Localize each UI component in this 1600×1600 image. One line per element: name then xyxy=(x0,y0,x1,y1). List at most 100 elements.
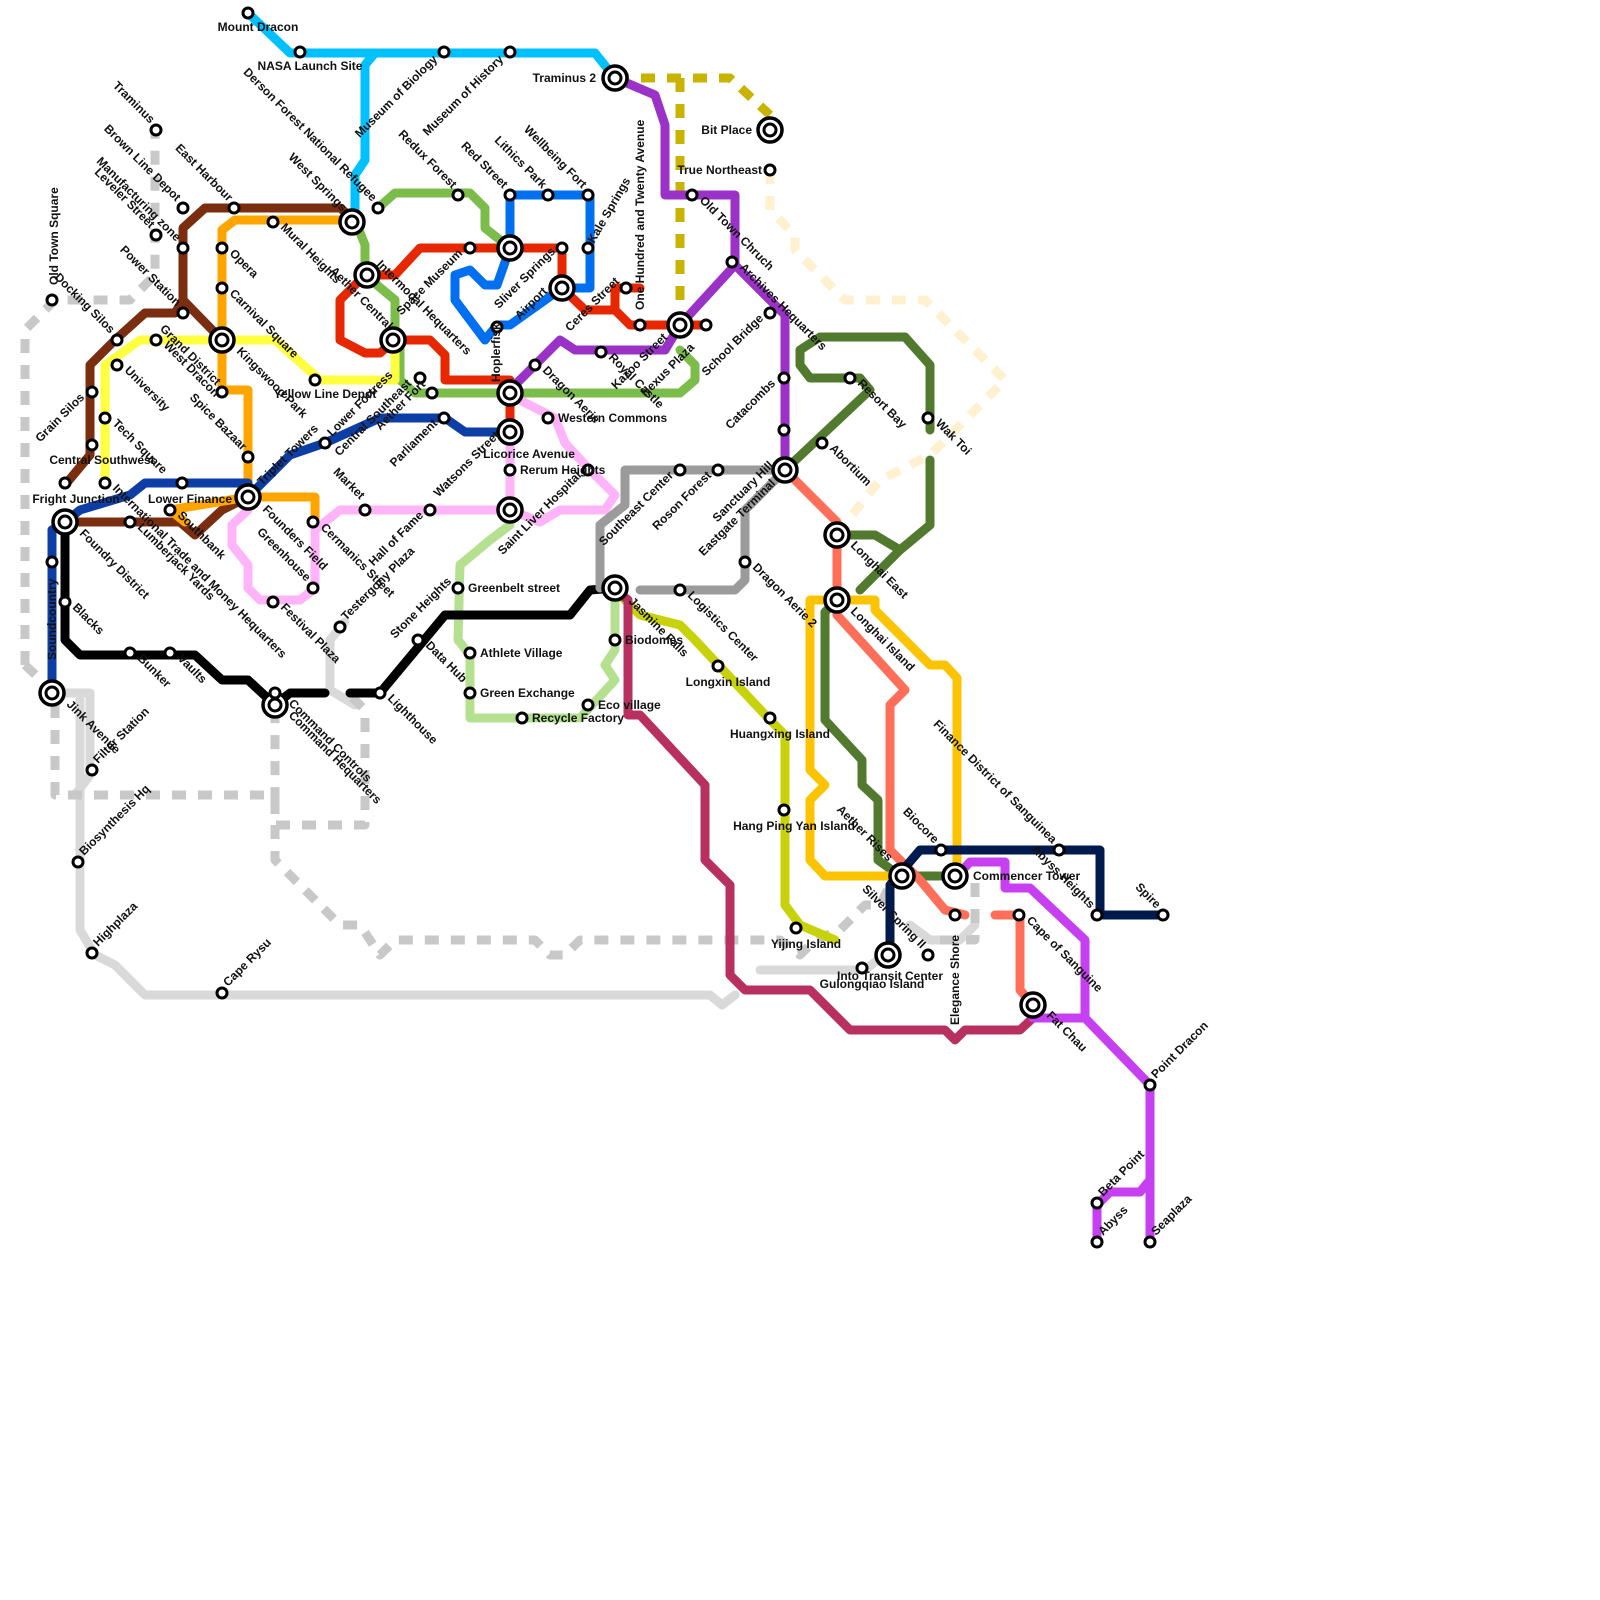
interchange-aether-central[interactable] xyxy=(381,328,405,352)
station-marker[interactable] xyxy=(177,478,187,488)
station-marker[interactable] xyxy=(178,203,188,213)
station-marker[interactable] xyxy=(87,440,97,450)
station-marker[interactable] xyxy=(635,320,645,330)
station-marker[interactable] xyxy=(439,413,449,423)
station-marker[interactable] xyxy=(675,585,685,595)
station-marker[interactable] xyxy=(217,243,227,253)
station-marker[interactable] xyxy=(427,388,437,398)
station-marker[interactable] xyxy=(453,190,463,200)
station-marker[interactable] xyxy=(453,583,463,593)
station-marker[interactable] xyxy=(320,438,330,448)
station-marker[interactable] xyxy=(165,648,175,658)
station-marker[interactable] xyxy=(151,125,161,135)
station-marker[interactable] xyxy=(243,452,253,462)
station-marker[interactable] xyxy=(413,635,423,645)
station-marker[interactable] xyxy=(687,190,697,200)
interchange-into-transit-center[interactable] xyxy=(876,943,900,967)
station-marker[interactable] xyxy=(178,243,188,253)
station-marker[interactable] xyxy=(47,295,57,305)
station-marker[interactable] xyxy=(517,713,527,723)
station-marker[interactable] xyxy=(505,47,515,57)
interchange-red-street[interactable] xyxy=(498,236,522,260)
interchange-fright-junction[interactable] xyxy=(53,510,77,534)
interchange-nexus-plaza[interactable] xyxy=(668,313,692,337)
station-marker[interactable] xyxy=(923,413,933,423)
interchange-triplet-towers[interactable] xyxy=(236,485,260,509)
station-marker[interactable] xyxy=(713,661,723,671)
station-marker[interactable] xyxy=(765,308,775,318)
station-marker[interactable] xyxy=(217,283,227,293)
interchange-jink-avenue[interactable] xyxy=(40,681,64,705)
station-marker[interactable] xyxy=(295,47,305,57)
station-marker[interactable] xyxy=(217,988,227,998)
station-marker[interactable] xyxy=(701,320,711,330)
station-marker[interactable] xyxy=(465,648,475,658)
station-marker[interactable] xyxy=(1014,910,1024,920)
interchange-hoplerfisk[interactable] xyxy=(498,381,522,405)
station-marker[interactable] xyxy=(151,335,161,345)
station-marker[interactable] xyxy=(165,505,175,515)
station-marker[interactable] xyxy=(229,203,239,213)
interchange-airport[interactable] xyxy=(550,276,574,300)
station-marker[interactable] xyxy=(1092,1237,1102,1247)
interchange-longhai-island[interactable] xyxy=(825,588,849,612)
station-marker[interactable] xyxy=(310,375,320,385)
station-marker[interactable] xyxy=(1054,845,1064,855)
station-marker[interactable] xyxy=(60,478,70,488)
station-marker[interactable] xyxy=(1145,1237,1155,1247)
station-marker[interactable] xyxy=(583,190,593,200)
interchange-bit-place[interactable] xyxy=(758,118,782,142)
station-marker[interactable] xyxy=(779,425,789,435)
station-marker[interactable] xyxy=(923,950,933,960)
station-marker[interactable] xyxy=(60,597,70,607)
station-marker[interactable] xyxy=(243,8,253,18)
station-marker[interactable] xyxy=(817,438,827,448)
station-marker[interactable] xyxy=(765,165,775,175)
station-marker[interactable] xyxy=(87,948,97,958)
station-marker[interactable] xyxy=(505,190,515,200)
station-marker[interactable] xyxy=(375,688,385,698)
station-marker[interactable] xyxy=(439,47,449,57)
station-marker[interactable] xyxy=(765,713,775,723)
station-marker[interactable] xyxy=(1145,1080,1155,1090)
station-marker[interactable] xyxy=(610,635,620,645)
station-marker[interactable] xyxy=(779,805,789,815)
station-marker[interactable] xyxy=(125,517,135,527)
station-marker[interactable] xyxy=(740,557,750,567)
station-marker[interactable] xyxy=(73,857,83,867)
interchange-sanctuary-hill[interactable] xyxy=(773,458,797,482)
station-marker[interactable] xyxy=(727,257,737,267)
station-marker[interactable] xyxy=(178,308,188,318)
station-marker[interactable] xyxy=(1158,910,1168,920)
station-marker[interactable] xyxy=(621,283,631,293)
station-marker[interactable] xyxy=(505,465,515,475)
station-marker[interactable] xyxy=(675,465,685,475)
station-marker[interactable] xyxy=(596,347,606,357)
station-marker[interactable] xyxy=(1092,1198,1102,1208)
station-marker[interactable] xyxy=(543,413,553,423)
station-marker[interactable] xyxy=(360,505,370,515)
interchange-jasmine-falls[interactable] xyxy=(603,576,627,600)
station-marker[interactable] xyxy=(791,923,801,933)
station-marker[interactable] xyxy=(557,243,567,253)
station-marker[interactable] xyxy=(87,765,97,775)
station-marker[interactable] xyxy=(1092,910,1102,920)
station-marker[interactable] xyxy=(268,217,278,227)
station-marker[interactable] xyxy=(270,688,280,698)
interchange-longhai-east[interactable] xyxy=(825,523,849,547)
interchange-west-springs[interactable] xyxy=(340,210,364,234)
station-marker[interactable] xyxy=(151,230,161,240)
station-marker[interactable] xyxy=(465,688,475,698)
interchange-licorice-avenue[interactable] xyxy=(498,420,522,444)
station-marker[interactable] xyxy=(583,700,593,710)
station-marker[interactable] xyxy=(125,648,135,658)
interchange-saint-liver-hospital[interactable] xyxy=(498,498,522,522)
interchange-fat-chau[interactable] xyxy=(1021,993,1045,1017)
station-marker[interactable] xyxy=(583,243,593,253)
station-marker[interactable] xyxy=(425,505,435,515)
station-marker[interactable] xyxy=(335,622,345,632)
station-marker[interactable] xyxy=(530,360,540,370)
station-marker[interactable] xyxy=(950,910,960,920)
interchange-traminus-2[interactable] xyxy=(603,66,627,90)
station-marker[interactable] xyxy=(87,387,97,397)
